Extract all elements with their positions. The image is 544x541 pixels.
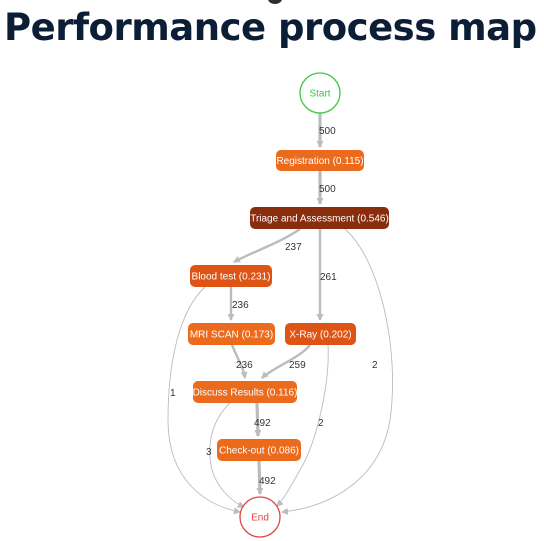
node-label-triage: Triage and Assessment (0.546) (250, 214, 389, 225)
node-registration[interactable]: Registration (0.115) (276, 150, 364, 171)
node-shape-discuss[interactable] (193, 381, 297, 403)
node-shape-registration[interactable] (276, 150, 364, 171)
edge-line-discuss-end (209, 402, 245, 508)
node-blood[interactable]: Blood test (0.231) (190, 265, 272, 287)
edge-label-xray-discuss: 259 (289, 360, 306, 371)
edge-discuss-end: 3 (206, 402, 245, 508)
edge-label-discuss-end: 3 (206, 447, 212, 458)
node-label-mri: MRI SCAN (0.173) (190, 330, 273, 341)
node-shape-checkout[interactable] (217, 439, 301, 461)
edge-label-start-registration: 500 (319, 126, 336, 137)
edge-label-checkout-end: 492 (259, 476, 276, 487)
edge-line-triage-blood (233, 228, 301, 264)
node-shape-blood[interactable] (190, 265, 272, 287)
edge-blood-mri: 236 (227, 287, 249, 321)
edge-line-discuss-checkout (254, 402, 262, 437)
edge-registration-triage: 500 (316, 171, 336, 205)
node-shape-mri[interactable] (188, 323, 275, 345)
edge-line-xray-discuss (261, 344, 311, 379)
edge-line-checkout-end (256, 460, 264, 495)
node-checkout[interactable]: Check-out (0.086) (217, 439, 301, 461)
edge-label-xray-end: 2 (318, 418, 324, 429)
node-xray[interactable]: X-Ray (0.202) (285, 323, 356, 345)
edge-label-triage-end: 2 (372, 360, 378, 371)
node-shape-xray[interactable] (285, 323, 356, 345)
edge-mri-discuss: 236 (230, 344, 253, 379)
edge-line-blood-end (167, 286, 241, 515)
node-start[interactable]: Start (299, 72, 341, 114)
node-label-end: End (251, 513, 269, 524)
node-label-start: Start (309, 89, 330, 100)
edge-start-registration: 500 (316, 113, 336, 148)
node-end[interactable]: End (239, 496, 281, 538)
node-mri[interactable]: MRI SCAN (0.173) (188, 323, 275, 345)
edges-layer: 500 500 237 261 2 236 1 236 259 2 492 3 492 (167, 113, 393, 515)
node-label-registration: Registration (0.115) (276, 156, 363, 167)
edge-label-discuss-checkout: 492 (254, 418, 271, 429)
node-label-blood: Blood test (0.231) (192, 272, 271, 283)
edge-blood-end: 1 (167, 286, 241, 515)
edge-label-mri-discuss: 236 (236, 360, 253, 371)
edge-label-registration-triage: 500 (319, 184, 336, 195)
node-discuss[interactable]: Discuss Results (0.116) (193, 381, 298, 403)
edge-line-triage-end (281, 228, 393, 515)
node-shape-end[interactable] (239, 496, 281, 538)
node-triage[interactable]: Triage and Assessment (0.546) (250, 207, 389, 229)
edge-label-triage-blood: 237 (285, 242, 302, 253)
edge-discuss-checkout: 492 (254, 402, 271, 437)
edge-line-xray-end (276, 344, 329, 507)
node-label-checkout: Check-out (0.086) (219, 446, 299, 457)
edge-label-triage-xray: 261 (320, 272, 337, 283)
node-label-xray: X-Ray (0.202) (289, 330, 351, 341)
edge-line-mri-discuss (230, 344, 248, 379)
top-decoration-dot (268, 0, 282, 4)
node-shape-start[interactable] (299, 72, 341, 114)
edge-triage-xray: 261 (316, 229, 337, 321)
edge-label-blood-end: 1 (170, 388, 176, 399)
edge-triage-blood: 237 (233, 228, 302, 264)
edge-xray-end: 2 (276, 344, 329, 507)
node-shape-triage[interactable] (250, 207, 389, 229)
edge-checkout-end: 492 (256, 460, 276, 495)
edge-label-blood-mri: 236 (232, 300, 249, 311)
node-label-discuss: Discuss Results (0.116) (193, 388, 298, 399)
edge-triage-end: 2 (281, 228, 393, 515)
page-title: Performance process map (4, 6, 537, 49)
edge-xray-discuss: 259 (261, 344, 311, 379)
